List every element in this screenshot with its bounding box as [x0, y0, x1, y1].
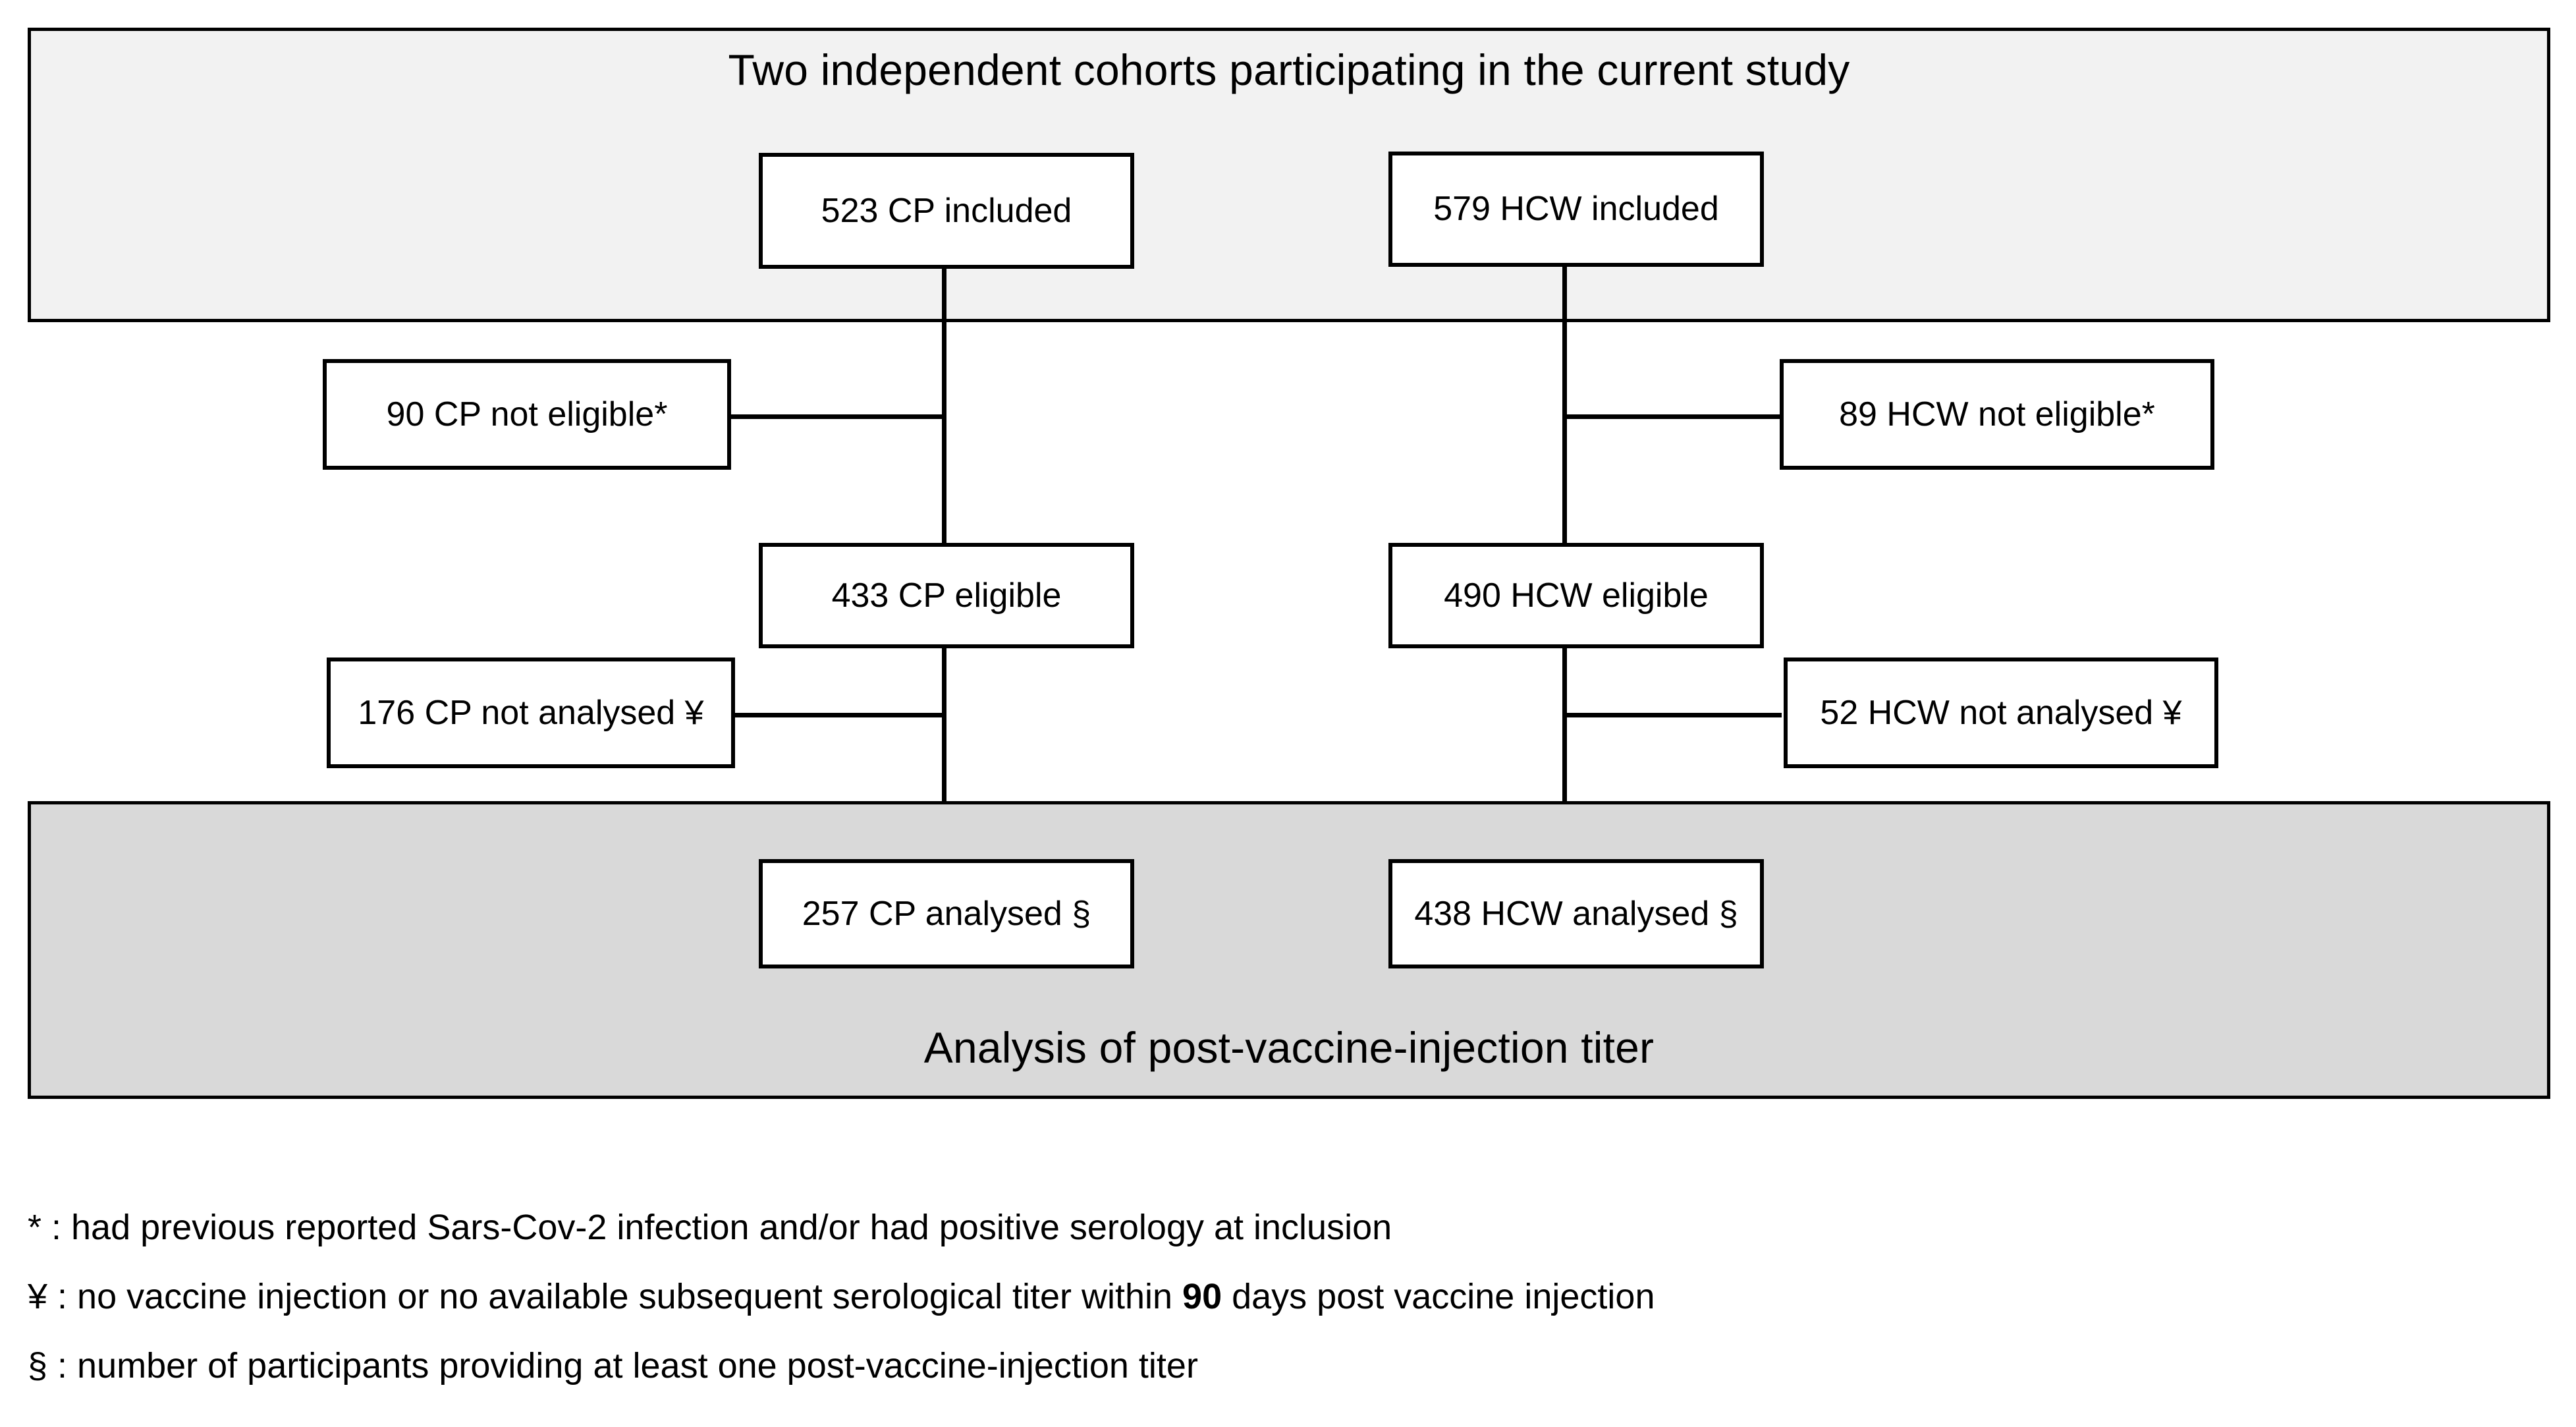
hcw-branch-not-eligible [1564, 414, 1782, 419]
node-hcw-not-analysed: 52 HCW not analysed ¥ [1784, 658, 2218, 768]
node-hcw-not-analysed-label: 52 HCW not analysed ¥ [1820, 693, 2182, 732]
footnote-1-part-0: ¥ : no vaccine injection or no available… [28, 1277, 1183, 1316]
top-banner-title: Two independent cohorts participating in… [728, 45, 1850, 94]
node-cp-analysed: 257 CP analysed § [759, 859, 1134, 968]
footnote-1-part-1: 90 [1182, 1277, 1222, 1316]
cp-trunk-included-to-eligible [942, 267, 946, 544]
hcw-branch-not-analysed [1564, 713, 1782, 717]
footnote-section: § : number of participants providing at … [28, 1348, 2465, 1384]
hcw-trunk-included-to-eligible [1562, 266, 1567, 544]
node-hcw-included: 579 HCW included [1388, 152, 1764, 267]
node-hcw-not-eligible-label: 89 HCW not eligible* [1839, 395, 2155, 434]
cp-branch-not-eligible [728, 414, 945, 419]
cp-trunk-eligible-to-analysed [942, 646, 946, 863]
node-cp-included-label: 523 CP included [821, 191, 1072, 230]
hcw-trunk-eligible-to-analysed [1562, 646, 1567, 863]
footnote-yen: ¥ : no vaccine injection or no available… [28, 1279, 2465, 1314]
node-cp-not-analysed: 176 CP not analysed ¥ [327, 658, 735, 768]
node-cp-not-eligible: 90 CP not eligible* [323, 359, 731, 470]
node-cp-not-eligible-label: 90 CP not eligible* [386, 395, 668, 434]
footnote-asterisk: * : had previous reported Sars-Cov-2 inf… [28, 1210, 2465, 1245]
node-cp-included: 523 CP included [759, 153, 1134, 269]
node-cp-eligible: 433 CP eligible [759, 543, 1134, 648]
node-hcw-eligible-label: 490 HCW eligible [1444, 576, 1709, 615]
bottom-banner-title: Analysis of post-vaccine-injection titer [923, 1023, 1655, 1072]
footnote-2-part-0: § : number of participants providing at … [28, 1346, 1198, 1385]
node-hcw-analysed-label: 438 HCW analysed § [1414, 894, 1738, 933]
node-cp-not-analysed-label: 176 CP not analysed ¥ [358, 693, 704, 732]
node-hcw-not-eligible: 89 HCW not eligible* [1780, 359, 2214, 470]
node-hcw-included-label: 579 HCW included [1433, 190, 1719, 229]
footnote-0-part-0: * : had previous reported Sars-Cov-2 inf… [28, 1208, 1392, 1247]
cp-branch-not-analysed [731, 713, 945, 717]
footnote-1-part-2: days post vaccine injection [1222, 1277, 1655, 1316]
node-hcw-analysed: 438 HCW analysed § [1388, 859, 1764, 968]
node-cp-analysed-label: 257 CP analysed § [802, 894, 1091, 933]
node-hcw-eligible: 490 HCW eligible [1388, 543, 1764, 648]
top-banner: Two independent cohorts participating in… [28, 28, 2550, 322]
footnotes: * : had previous reported Sars-Cov-2 inf… [28, 1210, 2465, 1417]
bottom-banner: Analysis of post-vaccine-injection titer [28, 801, 2550, 1099]
node-cp-eligible-label: 433 CP eligible [831, 576, 1062, 615]
